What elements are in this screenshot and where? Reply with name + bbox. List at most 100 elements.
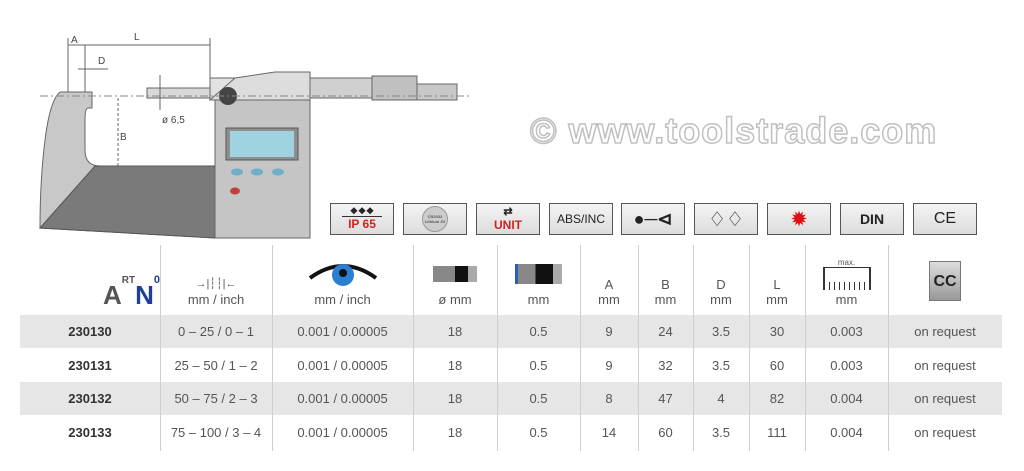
spindle-diameter-icon xyxy=(433,266,477,282)
header-certificate: CC xyxy=(888,245,1002,313)
feature-battery: CR2032 Lithium 3V xyxy=(403,203,467,235)
table-cell: 0.5 xyxy=(529,391,548,406)
table-cell: 4 xyxy=(717,391,725,406)
header-unit: mm / inch xyxy=(314,292,371,307)
eye-icon xyxy=(308,264,377,286)
table-cell: 111 xyxy=(767,424,787,440)
ip65-label: IP 65 xyxy=(342,216,382,231)
art-n: N xyxy=(135,280,154,310)
feature-abs-inc: ABS/INC xyxy=(549,203,613,235)
header-unit: mm xyxy=(766,292,788,307)
spindle-ratchet-icon xyxy=(515,264,562,284)
art-o: 0 xyxy=(153,274,160,286)
dim-label-diameter: ø 6,5 xyxy=(162,115,185,126)
header-unit: ø mm xyxy=(438,292,472,307)
certificate-icon: CC xyxy=(929,261,961,301)
max-label: max. xyxy=(837,258,856,267)
table-cell: 75 – 100 / 3 – 4 xyxy=(170,424,262,440)
header-label: D xyxy=(716,277,726,292)
dim-label-d: D xyxy=(98,56,105,67)
table-cell: 32 xyxy=(658,357,673,373)
table-cell: 18 xyxy=(447,357,463,373)
diamond-icon: ♢♢ xyxy=(708,208,744,231)
dim-label-b: B xyxy=(120,132,127,143)
header-label: A xyxy=(604,277,614,292)
dim-label-a: A xyxy=(71,35,78,46)
table-cell: 9 xyxy=(605,357,613,373)
battery-icon: CR2032 Lithium 3V xyxy=(422,206,448,232)
table-cell: 3.5 xyxy=(711,324,731,339)
header-range: →|┆┆|←mm / inch xyxy=(160,245,272,313)
table-cell: 0.003 xyxy=(830,357,863,373)
ce-icon: CE xyxy=(933,210,957,227)
table-row: 230130 0 – 25 / 0 – 1 0.001 / 0.00005 18 0.5… xyxy=(20,315,1002,348)
table-cell: 60 xyxy=(769,357,785,373)
table-cell: 0.001 / 0.00005 xyxy=(297,324,388,339)
range-ruler-icon: →|┆┆|← xyxy=(195,278,237,290)
header-ratchet: mm xyxy=(497,245,580,313)
table-cell: on request xyxy=(914,324,976,339)
max-error-ruler-icon xyxy=(822,267,871,290)
table-cell: 18 xyxy=(447,424,463,440)
table-cell: 14 xyxy=(601,424,617,440)
article-number: 230132 xyxy=(68,391,112,406)
water-drops-icon: ❖❖❖ xyxy=(349,206,375,216)
watermark: © www.toolstrade.com xyxy=(529,109,938,152)
header-spindle-diameter: ø mm xyxy=(413,245,497,313)
laser-icon: ✹ xyxy=(791,208,807,229)
table-cell: 0.001 / 0.00005 xyxy=(297,424,388,440)
table-cell: 60 xyxy=(658,424,673,440)
header-unit: mm xyxy=(835,292,858,307)
table-cell: 25 – 50 / 1 – 2 xyxy=(174,357,258,373)
table-cell: 3.5 xyxy=(711,424,731,440)
micrometer-diagram: A L D B ø 6,5 xyxy=(38,32,470,239)
feature-ce: CE xyxy=(913,203,977,235)
feature-unit: ⇄ UNIT xyxy=(476,203,540,235)
abs-inc-icon: ABS/INC xyxy=(556,212,605,226)
header-unit: mm xyxy=(710,292,732,307)
table-cell: 3.5 xyxy=(711,357,731,373)
table-cell: 0.001 / 0.00005 xyxy=(297,357,388,373)
art-rt: RT xyxy=(121,275,136,286)
table-cell: 50 – 75 / 2 – 3 xyxy=(174,391,258,406)
dim-label-l: L xyxy=(134,32,140,43)
feature-din: DIN xyxy=(840,203,904,235)
usb-icon: ●─⊲ xyxy=(633,208,673,229)
table-cell: 0.5 xyxy=(529,357,548,373)
header-label: L xyxy=(773,277,781,292)
table-cell: 0.004 xyxy=(830,424,863,440)
din-icon: DIN xyxy=(859,211,885,227)
table-cell: 0.5 xyxy=(529,324,548,339)
article-number: 230133 xyxy=(68,424,112,440)
table-cell: 18 xyxy=(447,391,463,406)
table-cell: 9 xyxy=(605,324,613,339)
feature-laser: ✹ xyxy=(767,203,831,235)
table-cell: 30 xyxy=(769,324,785,339)
table-cell: 47 xyxy=(658,391,673,406)
header-resolution: mm / inch xyxy=(272,245,413,313)
table-cell: 0.004 xyxy=(830,391,863,406)
header-unit: mm xyxy=(598,292,620,307)
article-number: 230130 xyxy=(68,324,112,339)
header-unit: mm xyxy=(654,292,677,307)
table-cell: on request xyxy=(914,424,976,440)
table-cell: 0.5 xyxy=(529,424,548,440)
table-cell: 0.003 xyxy=(830,324,863,339)
art-a: A xyxy=(102,280,122,310)
table-row: 230133 75 – 100 / 3 – 4 0.001 / 0.00005 18 0… xyxy=(20,416,1002,449)
table-cell: 18 xyxy=(447,324,463,339)
article-number: 230131 xyxy=(68,357,112,373)
table-cell: 24 xyxy=(658,324,673,339)
header-unit: mm xyxy=(527,292,550,307)
feature-diamond: ♢♢ xyxy=(694,203,758,235)
table-cell: on request xyxy=(914,357,976,373)
table-cell: 0 – 25 / 0 – 1 xyxy=(178,324,254,339)
table-cell: 0.001 / 0.00005 xyxy=(297,391,388,406)
table-cell: 82 xyxy=(769,391,785,406)
